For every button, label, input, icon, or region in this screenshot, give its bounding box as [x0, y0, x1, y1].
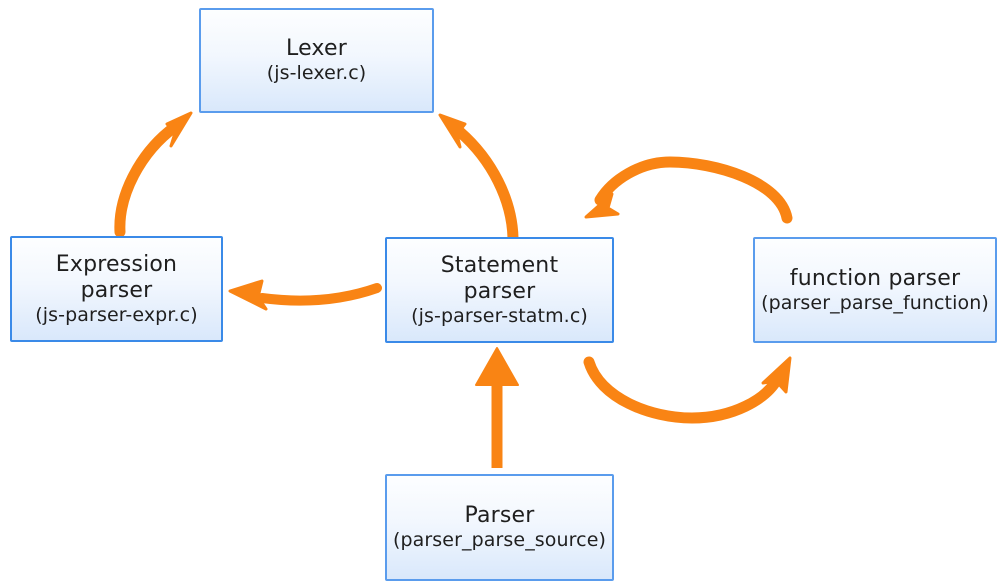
edge-statement-to-expression [228, 279, 382, 311]
edge-parser-to-statement [475, 347, 519, 468]
node-parser-subtitle: (parser_parse_source) [392, 529, 607, 552]
node-expression-parser[interactable]: Expression parser (js-parser-expr.c) [10, 236, 223, 342]
node-lexer[interactable]: Lexer (js-lexer.c) [199, 8, 434, 113]
edge-function-to-statement [584, 156, 793, 224]
node-statement-parser[interactable]: Statement parser (js-parser-statm.c) [385, 237, 614, 343]
node-function-parser[interactable]: function parser (parser_parse_function) [753, 237, 997, 343]
edge-expression-to-lexer [114, 111, 193, 238]
edge-statement-to-lexer [438, 113, 519, 244]
node-lexer-subtitle: (js-lexer.c) [266, 62, 367, 85]
node-expression-parser-subtitle: (js-parser-expr.c) [35, 303, 198, 326]
node-statement-parser-title-line2: parser [463, 278, 536, 304]
node-lexer-title: Lexer [286, 36, 347, 62]
node-statement-parser-subtitle: (js-parser-statm.c) [411, 304, 588, 327]
node-statement-parser-title-line1: Statement [440, 252, 559, 278]
node-function-parser-subtitle: (parser_parse_function) [761, 291, 989, 314]
edge-statement-to-function [583, 356, 792, 424]
node-expression-parser-title-line1: Expression [55, 251, 178, 277]
node-expression-parser-title-line2: parser [80, 277, 153, 303]
node-parser-title: Parser [464, 503, 535, 529]
node-function-parser-title: function parser [789, 265, 961, 291]
node-parser[interactable]: Parser (parser_parse_source) [385, 474, 614, 581]
